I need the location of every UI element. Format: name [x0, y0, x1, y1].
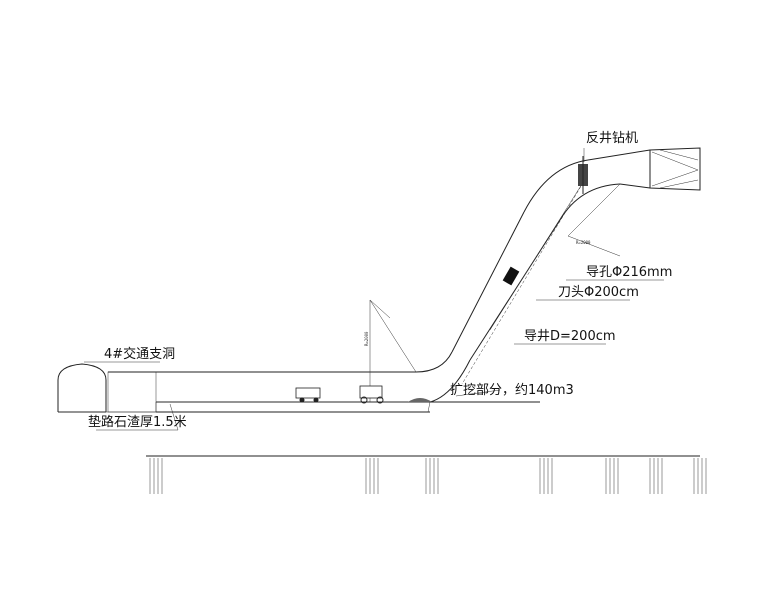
label-road-bed: 垫路石渣厚1.5米 [88, 414, 187, 430]
tunnel-horizontal [58, 371, 540, 413]
label-excavation: 扩挖部分，约140m3 [450, 383, 574, 398]
muck-pile [408, 398, 432, 402]
radius-label-upper: R=2000 [576, 240, 591, 245]
leader-lines [84, 148, 664, 431]
label-cutter-head: 刀头Φ200cm [558, 285, 639, 300]
label-adit: 4#交通支洞 [104, 346, 175, 362]
radius-label-vertical: R=2000 [364, 331, 369, 346]
inclined-shaft [415, 147, 701, 403]
dump-truck [295, 387, 321, 403]
raise-boring-machine [578, 156, 588, 194]
label-raise-borer: 反井钻机 [586, 131, 638, 146]
cutter-head-symbol [502, 266, 520, 286]
road-bed-fill [155, 401, 431, 413]
label-guide-shaft: 导井D=200cm [524, 329, 616, 344]
profile-baseline [146, 455, 707, 494]
pilot-hole-line [461, 177, 587, 385]
label-pilot-hole: 导孔Φ216mm [586, 265, 672, 280]
loader [359, 385, 384, 404]
radius-markers: R=2000 R=2000 [364, 183, 621, 402]
adit-portal [57, 363, 157, 413]
